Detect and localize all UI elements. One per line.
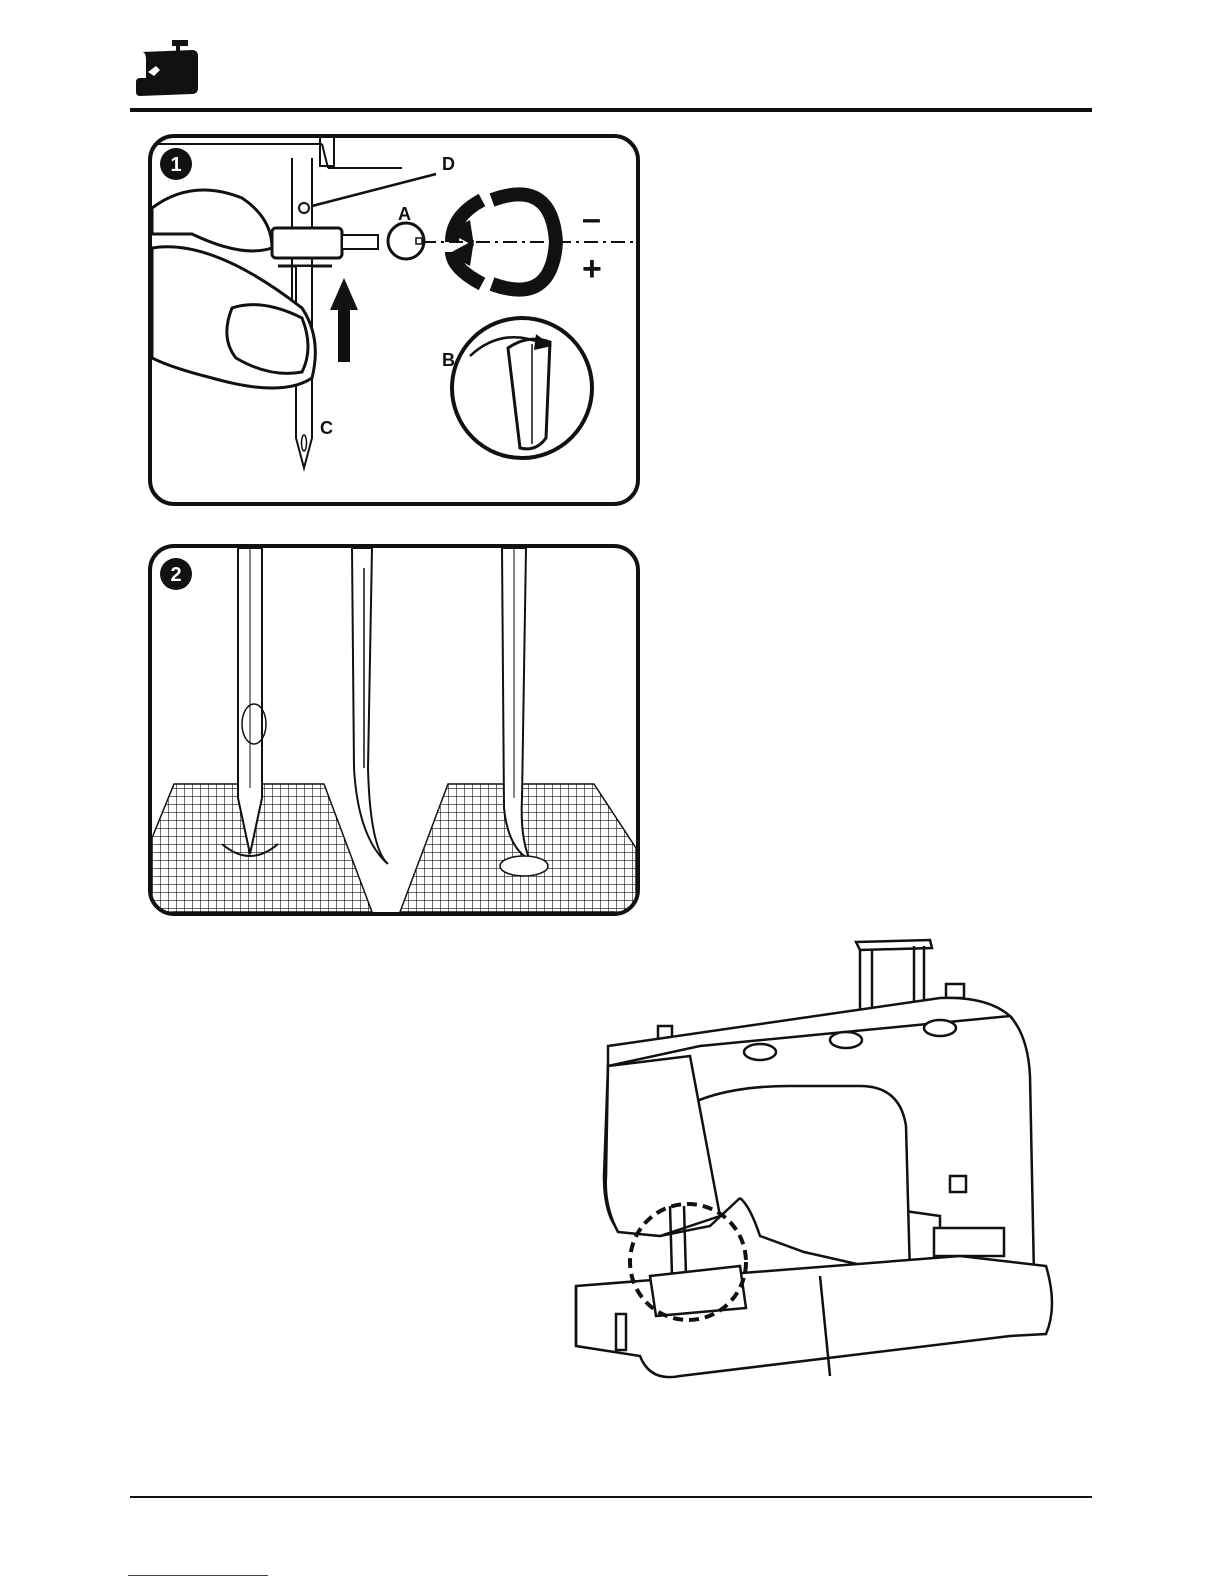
label-d: D: [442, 154, 455, 174]
minus-sign: –: [582, 200, 601, 238]
footer-link-underline[interactable]: [128, 1575, 268, 1576]
fabric-left: [152, 784, 372, 912]
sewing-machine-figure: [560, 936, 1060, 1426]
header-rule: [130, 108, 1092, 112]
sewing-machine-icon: [132, 38, 202, 98]
sewing-machine-illustration: [560, 936, 1060, 1426]
figure-1-number: 1: [170, 154, 181, 176]
figure-2-panel: 2: [148, 544, 640, 916]
figure-2-illustration: 2: [152, 548, 636, 912]
plus-sign: +: [582, 250, 602, 288]
footer-rule: [130, 1496, 1092, 1498]
header-icon: [132, 38, 202, 98]
figure-1-panel: 1 D A B C – +: [148, 134, 640, 506]
label-c: C: [320, 418, 333, 438]
label-a: A: [398, 204, 411, 224]
label-b: B: [442, 350, 455, 370]
figure-1-illustration: 1 D A B C – +: [152, 138, 636, 502]
figure-2-number: 2: [170, 564, 181, 586]
